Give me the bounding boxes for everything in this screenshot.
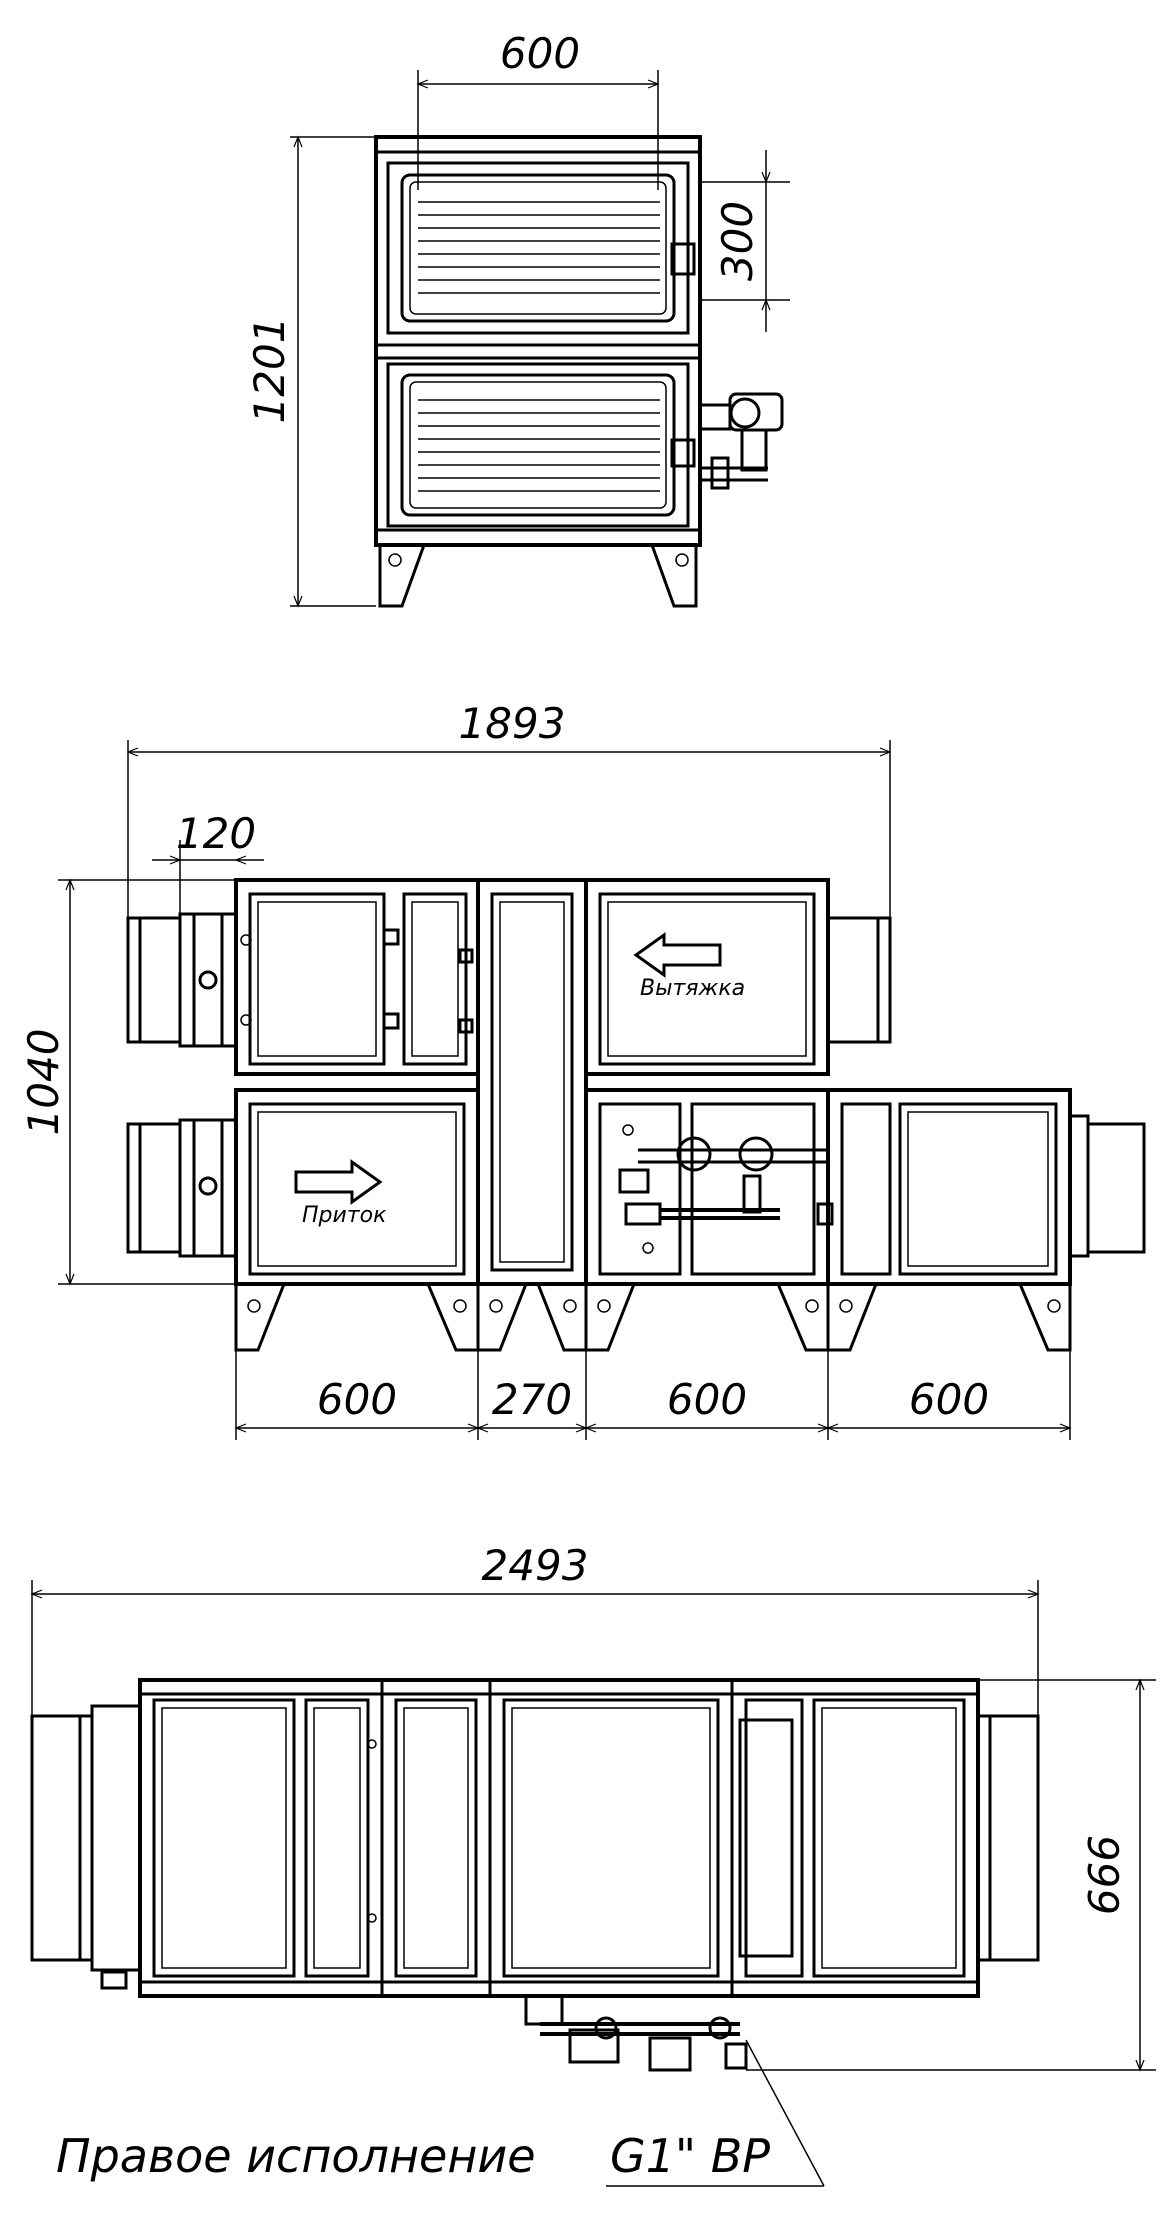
upper-left-duct <box>126 912 238 1048</box>
valve-unit <box>618 1136 834 1226</box>
exhaust-label: Вытяжка <box>640 976 745 1001</box>
top-depth-dimension: 999 <box>1078 1835 1127 1915</box>
side-length-dimension: 1893 <box>459 699 566 748</box>
lower-right-duct <box>1068 1114 1146 1258</box>
damper-height-dimension: 300 <box>713 201 762 281</box>
pipe-label: G1" ВР <box>610 2129 770 2183</box>
side-view: Приток Вытяжка <box>19 699 1146 1440</box>
front-height-dimension: 1201 <box>245 317 294 424</box>
top-view-piping <box>524 1994 748 2072</box>
caption: Правое исполнение <box>56 2129 536 2183</box>
exhaust-arrow <box>633 932 722 978</box>
flange-dimension: 120 <box>176 809 256 858</box>
supply-arrow <box>294 1159 383 1205</box>
side-height-dimension: 1040 <box>19 1029 68 1136</box>
top-length-dimension: 2493 <box>482 1541 589 1590</box>
lower-damper-blades <box>418 399 660 492</box>
side-feet <box>234 1282 1072 1352</box>
section-dimension-3: 600 <box>667 1375 747 1424</box>
upper-right-duct <box>826 916 892 1044</box>
upper-damper-blades <box>418 201 660 294</box>
section-dimension-1: 600 <box>317 1375 397 1424</box>
lower-left-duct <box>126 1118 238 1258</box>
section-dimension-2: 270 <box>492 1375 572 1424</box>
front-valve-assembly <box>698 392 784 490</box>
front-view: 600 1201 300 <box>245 29 790 608</box>
front-width-dimension: 600 <box>500 29 580 78</box>
section-dimension-4: 600 <box>909 1375 989 1424</box>
supply-label: Приток <box>302 1203 387 1228</box>
top-view: 2493 999 <box>30 1541 1156 2187</box>
